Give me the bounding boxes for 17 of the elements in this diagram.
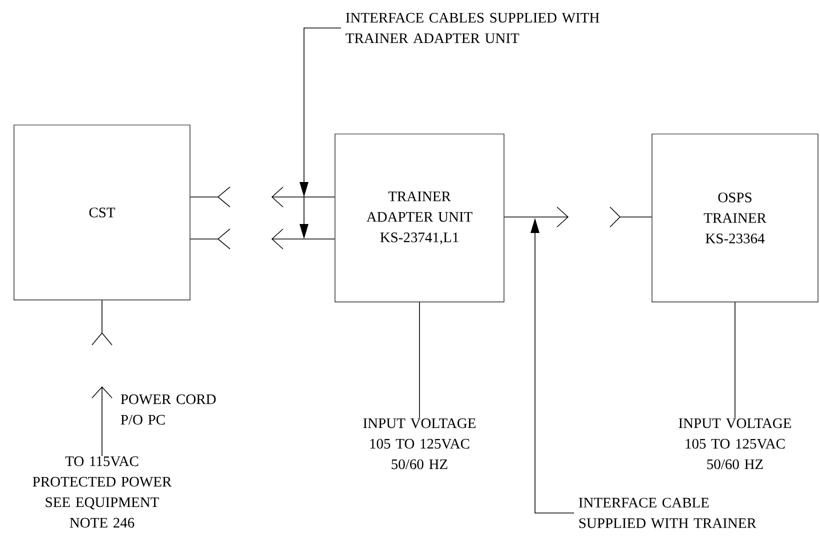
unit-box: OSPS TRAINER KS-23364 — [652, 134, 818, 302]
cable-plug — [271, 228, 336, 250]
cable-plug — [504, 206, 569, 228]
power-note: TO 115VAC PROTECTED POWER SEE EQUIPMENT NOTE 246 — [32, 456, 172, 528]
power-line — [419, 302, 420, 418]
cable-plug — [271, 186, 336, 208]
power-line — [734, 302, 736, 418]
power-cord — [92, 386, 112, 456]
note-text: INTERFACE CABLE SUPPLIED WITH TRAINER — [578, 498, 756, 528]
unit-box: TRAINER ADAPTER UNIT KS-23741,L1 — [334, 134, 504, 302]
leader-line — [300, 28, 342, 239]
unit-box: CST — [14, 124, 190, 300]
note-text: INTERFACE CABLES SUPPLIED WITH TRAINER ADAPTER UNIT — [346, 12, 600, 44]
edge-label: POWER CORD P/O PC — [120, 394, 216, 425]
leader-line — [530, 218, 574, 514]
voltage-note: INPUT VOLTAGE 105 TO 125VAC 50/60 HZ — [678, 418, 792, 470]
voltage-note: INPUT VOLTAGE 105 TO 125VAC 50/60 HZ — [363, 418, 476, 470]
